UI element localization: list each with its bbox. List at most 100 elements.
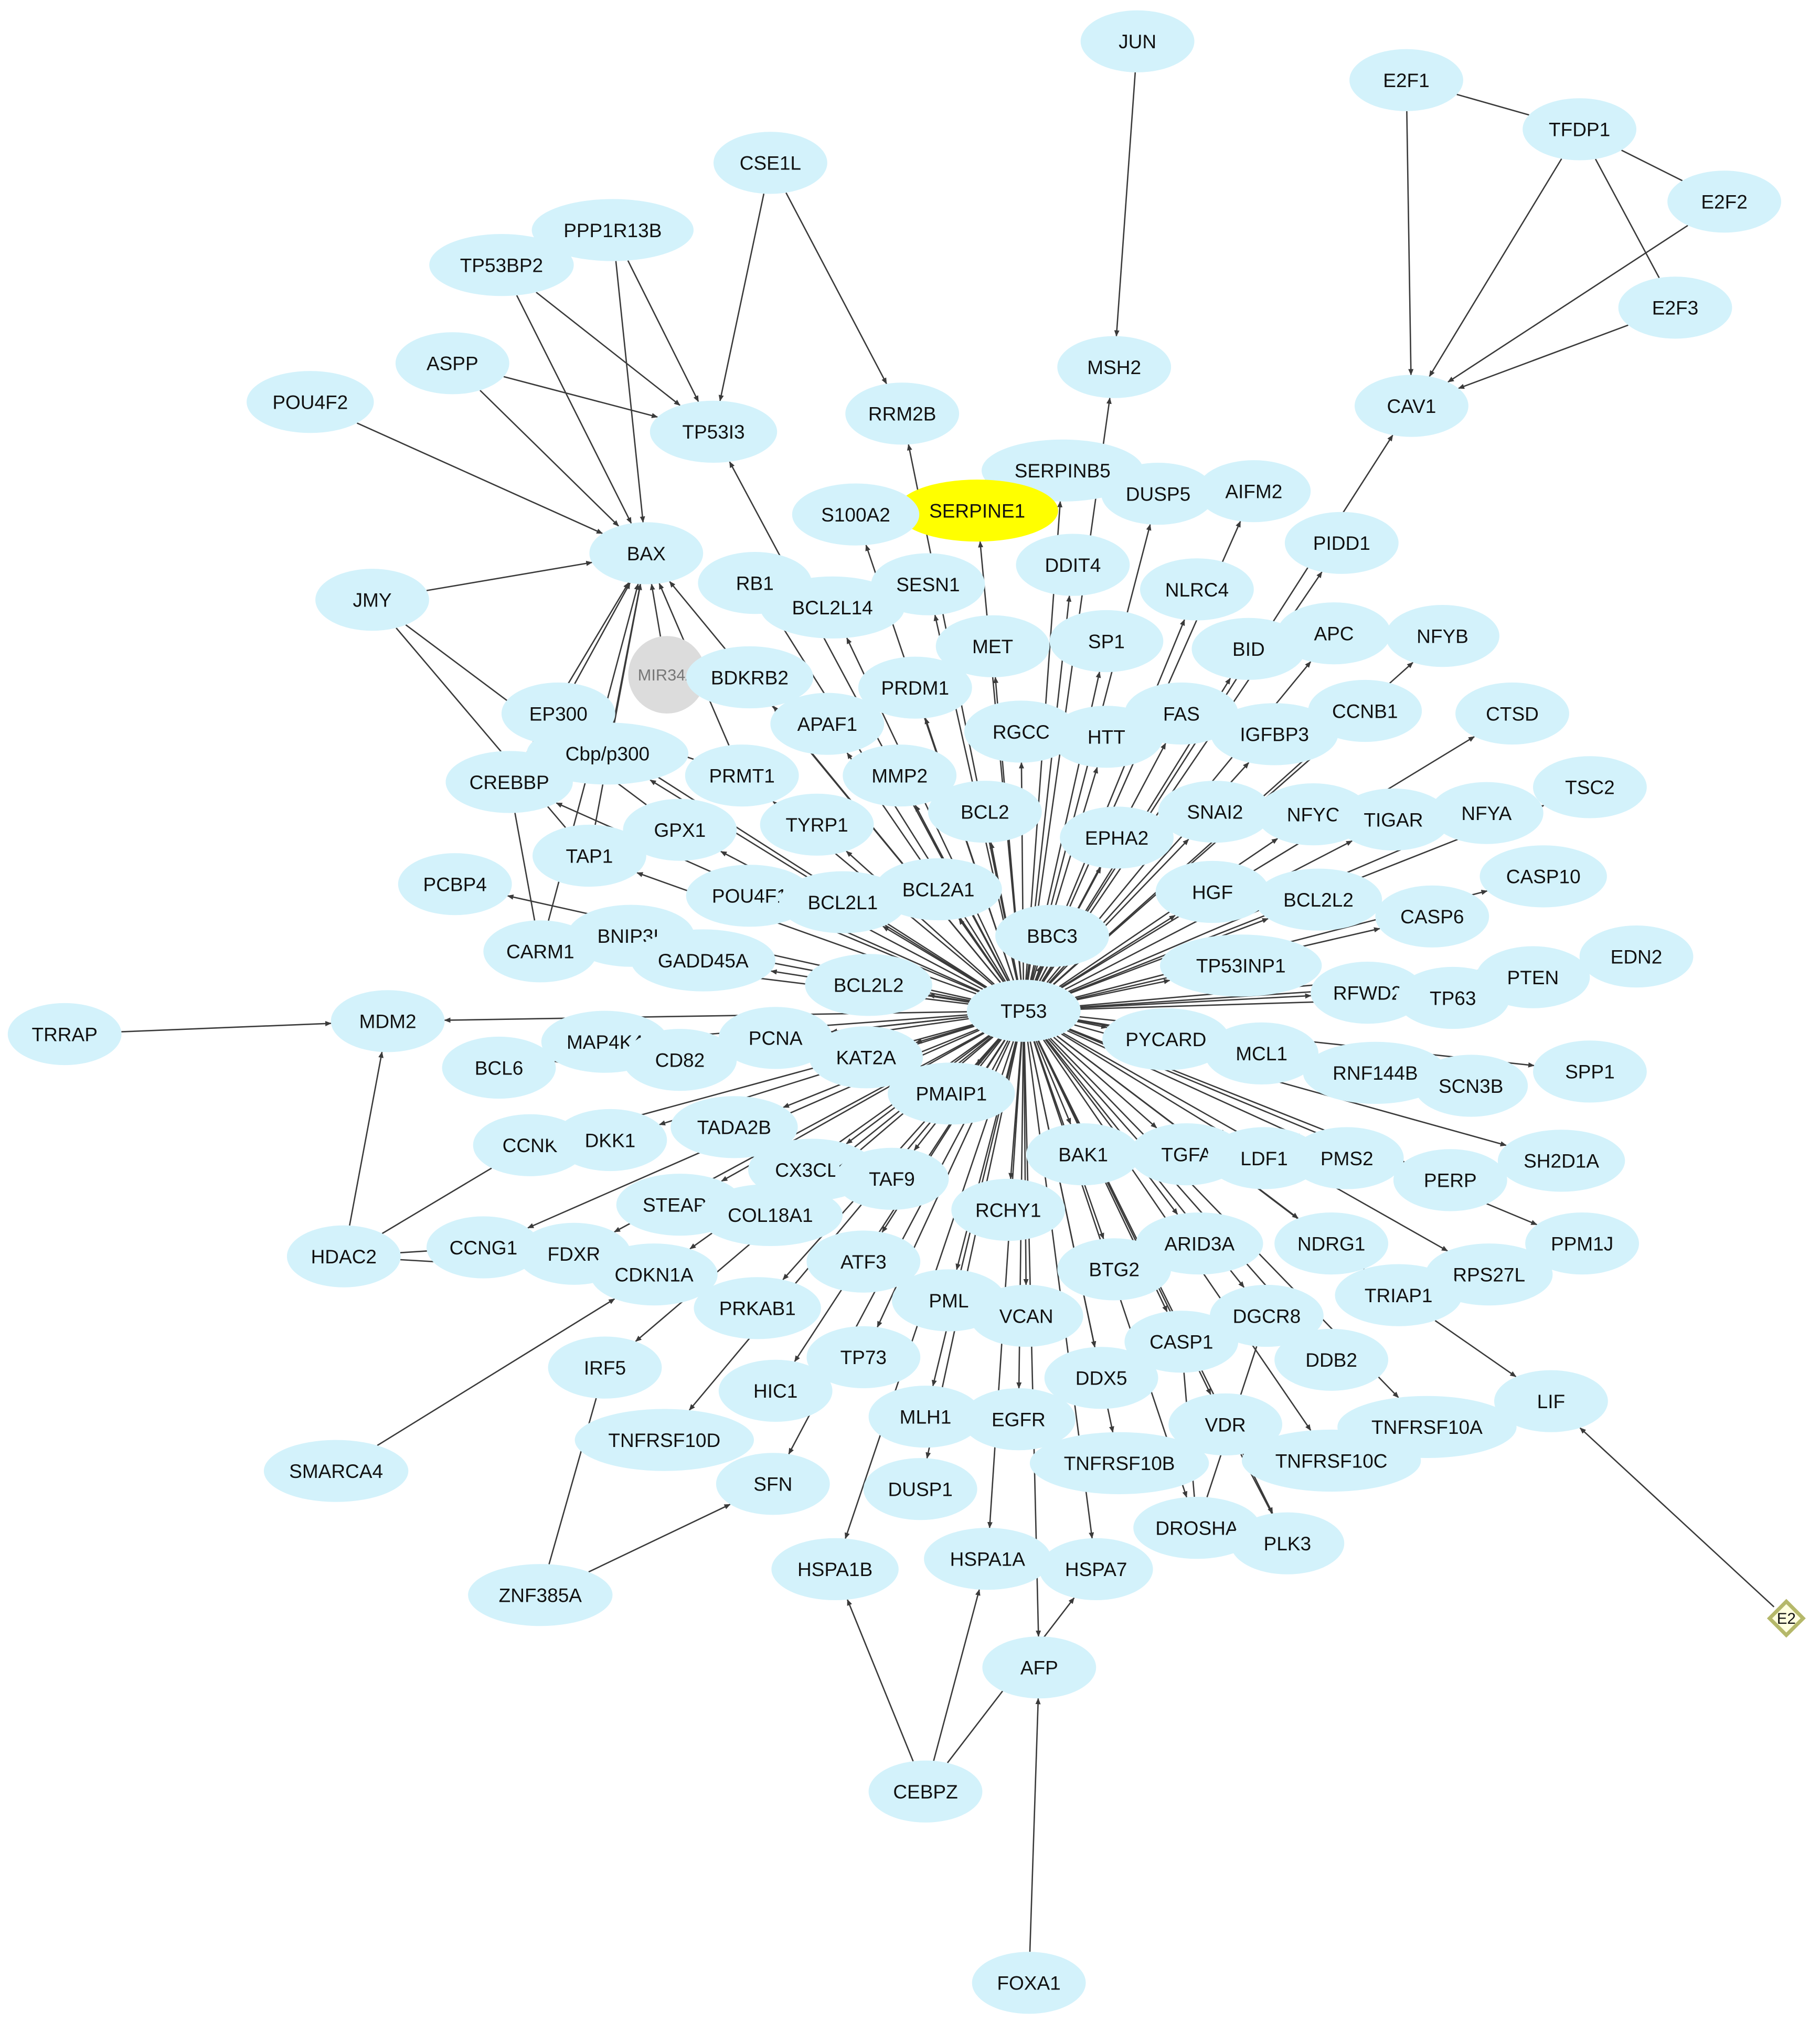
node-tada2b[interactable]: TADA2B [670, 1096, 798, 1158]
node-jmy[interactable]: JMY [315, 569, 429, 631]
node-ctsd[interactable]: CTSD [1455, 682, 1569, 745]
node-tnfrsf10b[interactable]: TNFRSF10B [1029, 1432, 1209, 1494]
node-bcl2l1[interactable]: BCL2L1 [779, 871, 907, 933]
node-vdr[interactable]: VDR [1168, 1393, 1283, 1456]
node-cav1[interactable]: CAV1 [1355, 375, 1468, 437]
node-dusp5[interactable]: DUSP5 [1101, 463, 1215, 525]
node-pou4f2[interactable]: POU4F2 [247, 371, 374, 433]
node-cdkn1a[interactable]: CDKN1A [590, 1243, 718, 1306]
node-tp53[interactable]: TP53 [966, 980, 1081, 1042]
node-mir34a[interactable]: MIR34A [628, 636, 706, 714]
node-ndrg1[interactable]: NDRG1 [1274, 1212, 1389, 1275]
node-mcl1[interactable]: MCL1 [1205, 1022, 1319, 1084]
node-ccnb1[interactable]: CCNB1 [1308, 679, 1422, 742]
node-ppp1r13b[interactable]: PPP1R13B [531, 199, 694, 261]
node-pmaip1[interactable]: PMAIP1 [888, 1062, 1015, 1125]
node-bcl6[interactable]: BCL6 [442, 1036, 556, 1099]
node-perp[interactable]: PERP [1393, 1149, 1507, 1211]
node-tap1[interactable]: TAP1 [533, 824, 646, 887]
node-nlrc4[interactable]: NLRC4 [1140, 558, 1254, 621]
node-hic1[interactable]: HIC1 [718, 1359, 833, 1422]
node-spp1[interactable]: SPP1 [1533, 1040, 1647, 1103]
node-jun[interactable]: JUN [1080, 10, 1195, 72]
node-bax[interactable]: BAX [589, 522, 704, 584]
node-igfbp3[interactable]: IGFBP3 [1211, 703, 1338, 765]
node-s100a2[interactable]: S100A2 [792, 483, 920, 546]
node-gadd45a[interactable]: GADD45A [631, 929, 776, 992]
node-bbc3[interactable]: BBC3 [995, 904, 1109, 967]
node-triap1[interactable]: TRIAP1 [1335, 1264, 1462, 1326]
node-apc[interactable]: APC [1277, 602, 1391, 665]
node-hspa1b[interactable]: HSPA1B [771, 1538, 899, 1600]
node-bcl2l2[interactable]: BCL2L2 [1254, 868, 1382, 931]
node-tp53inp1[interactable]: TP53INP1 [1160, 934, 1322, 997]
node-tyrp1[interactable]: TYRP1 [760, 793, 874, 856]
node-dusp1[interactable]: DUSP1 [863, 1458, 977, 1520]
node-cd82[interactable]: CD82 [623, 1029, 737, 1091]
node-bdkrb2[interactable]: BDKRB2 [686, 646, 814, 709]
node-hdac2[interactable]: HDAC2 [286, 1225, 401, 1287]
node-btg2[interactable]: BTG2 [1057, 1238, 1172, 1301]
node-rfwd2[interactable]: RFWD2 [1311, 962, 1425, 1024]
node-ccng1[interactable]: CCNG1 [427, 1216, 540, 1279]
node-pcna[interactable]: PCNA [718, 1007, 833, 1069]
node-msh2[interactable]: MSH2 [1057, 336, 1172, 398]
node-bcl2l14[interactable]: BCL2L14 [760, 576, 905, 638]
node-sh2d1a[interactable]: SH2D1A [1497, 1130, 1625, 1192]
node-tnfrsf10d[interactable]: TNFRSF10D [574, 1409, 754, 1471]
node-dgcr8[interactable]: DGCR8 [1210, 1284, 1324, 1347]
node-vcan[interactable]: VCAN [969, 1284, 1083, 1347]
node-rnf144b[interactable]: RNF144B [1303, 1041, 1448, 1104]
node-ppm1j[interactable]: PPM1J [1525, 1212, 1640, 1275]
node-ddb2[interactable]: DDB2 [1274, 1328, 1389, 1391]
node-mlh1[interactable]: MLH1 [868, 1386, 983, 1448]
node-rchy1[interactable]: RCHY1 [951, 1178, 1066, 1241]
node-aifm2[interactable]: AIFM2 [1197, 460, 1311, 523]
node-ddx5[interactable]: DDX5 [1044, 1347, 1158, 1409]
node-prdm1[interactable]: PRDM1 [858, 656, 972, 719]
node-pms2[interactable]: PMS2 [1290, 1127, 1404, 1189]
node-casp6[interactable]: CASP6 [1375, 885, 1489, 948]
node-crebbp[interactable]: CREBBP [445, 751, 573, 813]
node-tnfrsf10c[interactable]: TNFRSF10C [1241, 1429, 1421, 1492]
node-rrm2b[interactable]: RRM2B [845, 382, 960, 445]
node-gpx1[interactable]: GPX1 [623, 799, 737, 861]
node-tp73[interactable]: TP73 [806, 1326, 921, 1388]
node-taf9[interactable]: TAF9 [835, 1147, 949, 1210]
node-rgcc[interactable]: RGCC [964, 700, 1078, 763]
node-aspp[interactable]: ASPP [395, 332, 509, 395]
node-tsc2[interactable]: TSC2 [1533, 756, 1647, 818]
node-plk3[interactable]: PLK3 [1230, 1512, 1345, 1574]
node-hspa1a[interactable]: HSPA1A [924, 1528, 1051, 1590]
node-cebpz[interactable]: CEBPZ [868, 1760, 983, 1823]
node-e2f2[interactable]: E2F2 [1667, 171, 1782, 233]
node-snai2[interactable]: SNAI2 [1158, 781, 1272, 843]
node-fas[interactable]: FAS [1124, 682, 1239, 745]
node-pcbp4[interactable]: PCBP4 [398, 853, 512, 916]
node-tp53i3[interactable]: TP53I3 [650, 400, 778, 463]
node-tigar[interactable]: TIGAR [1336, 788, 1451, 851]
node-cse1l[interactable]: CSE1L [714, 132, 827, 194]
node-pidd1[interactable]: PIDD1 [1284, 512, 1399, 574]
node-serpine1[interactable]: SERPINE1 [896, 480, 1058, 542]
node-prkab1[interactable]: PRKAB1 [694, 1277, 821, 1339]
node-nfya[interactable]: NFYA [1429, 782, 1544, 844]
node-ldf1[interactable]: LDF1 [1207, 1127, 1321, 1189]
node-hgf[interactable]: HGF [1155, 860, 1270, 923]
node-bcl2[interactable]: BCL2 [928, 781, 1042, 843]
node-tp53bp2[interactable]: TP53BP2 [429, 234, 574, 296]
node-foxa1[interactable]: FOXA1 [972, 1952, 1086, 2014]
node-sp1[interactable]: SP1 [1049, 610, 1164, 673]
node-hspa7[interactable]: HSPA7 [1039, 1538, 1153, 1600]
node-prmt1[interactable]: PRMT1 [685, 744, 799, 807]
node-irf5[interactable]: IRF5 [548, 1336, 662, 1399]
node-bcl2a1[interactable]: BCL2A1 [875, 858, 1002, 921]
node-e2[interactable]: E2 [1766, 1599, 1806, 1638]
node-sfn[interactable]: SFN [716, 1453, 830, 1515]
node-trrap[interactable]: TRRAP [7, 1003, 122, 1066]
node-tfdp1[interactable]: TFDP1 [1523, 98, 1637, 161]
node-bcl2l2[interactable]: BCL2L2 [805, 954, 932, 1016]
node-scn3b[interactable]: SCN3B [1414, 1055, 1528, 1117]
node-smarca4[interactable]: SMARCA4 [263, 1440, 409, 1502]
node-nfyb[interactable]: NFYB [1386, 605, 1499, 667]
